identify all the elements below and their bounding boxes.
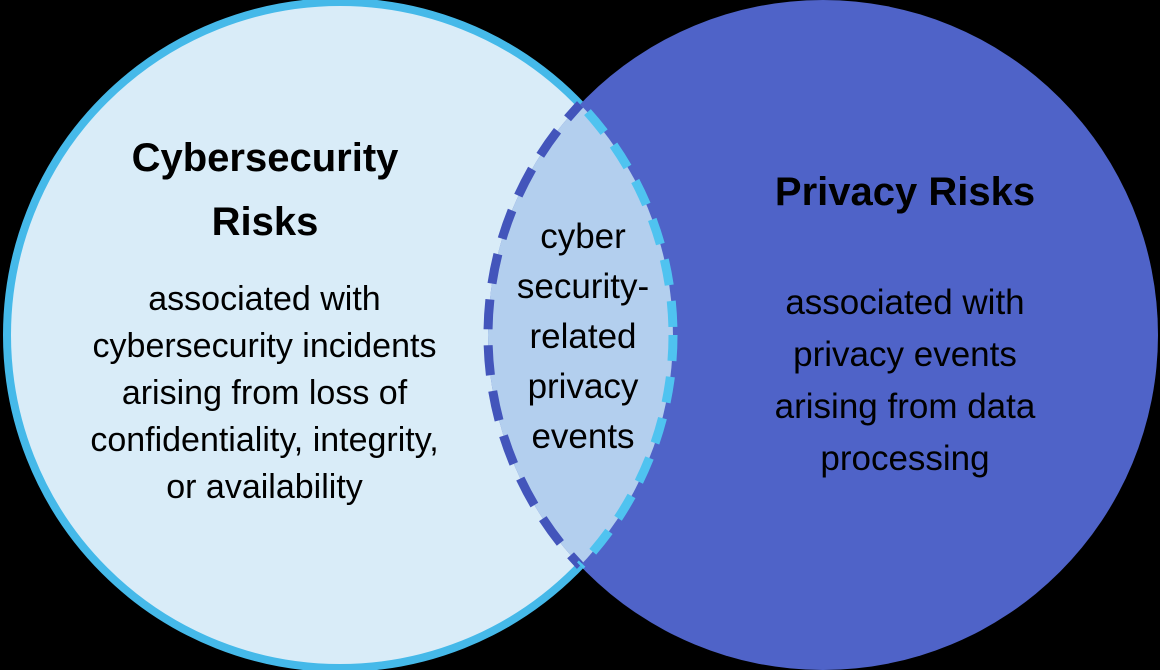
cybersecurity-circle-dashed-arc (488, 0, 678, 670)
cybersecurity-description: associated with cybersecurity incidents … (22, 276, 507, 511)
cybersecurity-description-line: associated with (148, 280, 381, 318)
cybersecurity-title-line: Risks (211, 200, 319, 244)
cybersecurity-description-line: arising from loss of (121, 374, 408, 412)
cybersecurity-description-line: confidentiality, integrity, (90, 421, 439, 459)
privacy-title-line: Privacy Risks (774, 170, 1036, 214)
overlap-label-line: cyber (540, 217, 626, 256)
privacy-circle (488, 0, 1158, 670)
privacy-description-line: processing (820, 439, 990, 478)
cybersecurity-dashed-arc-group (488, 0, 678, 670)
overlap-label-line: security- (516, 267, 650, 306)
privacy-description-line: arising from data (774, 387, 1036, 426)
privacy-title: Privacy Risks (700, 166, 1110, 218)
privacy-description-line: associated with (785, 283, 1025, 322)
privacy-description: associated with privacy events arising f… (700, 277, 1110, 485)
cybersecurity-title: Cybersecurity Risks (30, 126, 500, 254)
cybersecurity-description-line: or availability (166, 468, 363, 506)
overlap-label: cyber security- related privacy events (478, 212, 688, 462)
privacy-description-line: privacy events (793, 335, 1017, 374)
cybersecurity-title-line: Cybersecurity (131, 136, 399, 180)
overlap-label-line: related (529, 317, 637, 356)
cybersecurity-description-line: cybersecurity incidents (92, 327, 437, 365)
overlap-label-line: privacy (527, 367, 639, 406)
overlap-label-line: events (531, 417, 635, 456)
